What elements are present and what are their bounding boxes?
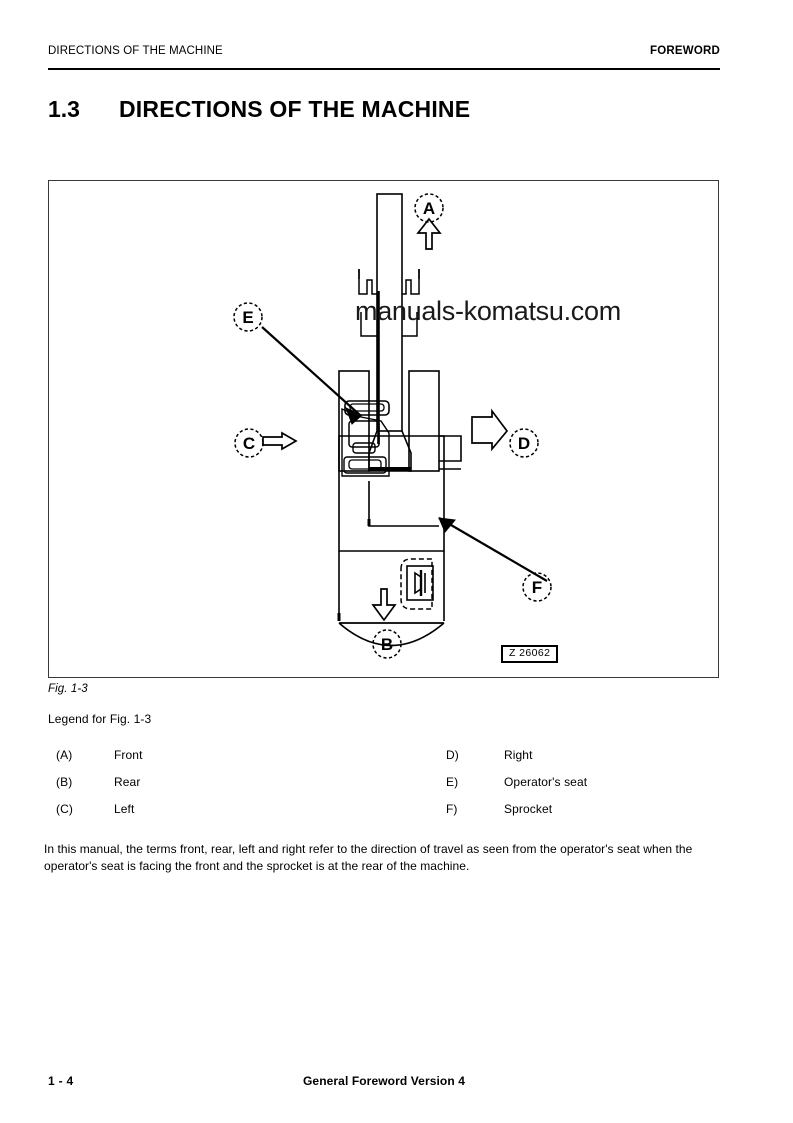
legend-value: Front xyxy=(114,748,143,762)
running-header: DIRECTIONS OF THE MACHINE FOREWORD xyxy=(48,44,720,68)
svg-text:D: D xyxy=(518,434,530,453)
legend-row: (B) Rear xyxy=(56,775,386,802)
legend-column-right: D) Right E) Operator's seat F) Sprocket xyxy=(446,748,726,829)
drawing-id-label: Z 26062 xyxy=(501,645,559,663)
svg-text:B: B xyxy=(381,635,393,654)
legend-key: (B) xyxy=(56,775,73,789)
section-number: 1.3 xyxy=(48,96,80,122)
legend-row: F) Sprocket xyxy=(446,802,726,829)
legend-row: (C) Left xyxy=(56,802,386,829)
legend-row: E) Operator's seat xyxy=(446,775,726,802)
machine-top-view-drawing: A B C D E F xyxy=(233,193,552,659)
svg-text:E: E xyxy=(242,308,253,327)
legend-value: Operator's seat xyxy=(504,775,588,789)
figure-frame: A B C D E F manuals-komatsu.com Z 26062 xyxy=(48,180,719,678)
legend-row: D) Right xyxy=(446,748,726,775)
header-rule xyxy=(48,68,720,70)
legend-column-left: (A) Front (B) Rear (C) Left xyxy=(56,748,386,829)
legend-value: Rear xyxy=(114,775,141,789)
legend-key: D) xyxy=(446,748,459,762)
svg-text:F: F xyxy=(532,578,542,597)
body-paragraph: In this manual, the terms front, rear, l… xyxy=(44,842,693,873)
svg-text:A: A xyxy=(423,199,435,218)
watermark-text: manuals-komatsu.com xyxy=(355,296,621,326)
legend-key: (A) xyxy=(56,748,73,762)
page-footer: 1 - 4 General Foreword Version 4 xyxy=(48,1074,720,1090)
legend-key: F) xyxy=(446,802,458,816)
legend-heading: Legend for Fig. 1-3 xyxy=(48,712,152,726)
header-section-title: DIRECTIONS OF THE MACHINE xyxy=(48,45,223,57)
footer-page-number: 1 - 4 xyxy=(48,1074,74,1088)
header-chapter-title: FOREWORD xyxy=(650,45,720,57)
legend-value: Sprocket xyxy=(504,802,553,816)
legend-key: E) xyxy=(446,775,459,789)
legend-value: Left xyxy=(114,802,135,816)
footer-document-title: General Foreword Version 4 xyxy=(303,1074,465,1088)
page-title: 1.3 DIRECTIONS OF THE MACHINE xyxy=(48,96,720,128)
section-title-text: DIRECTIONS OF THE MACHINE xyxy=(119,96,471,122)
figure-caption: Fig. 1-3 xyxy=(48,683,88,695)
legend-value: Right xyxy=(504,748,533,762)
svg-text:C: C xyxy=(243,434,255,453)
legend-row: (A) Front xyxy=(56,748,386,775)
legend-key: (C) xyxy=(56,802,73,816)
